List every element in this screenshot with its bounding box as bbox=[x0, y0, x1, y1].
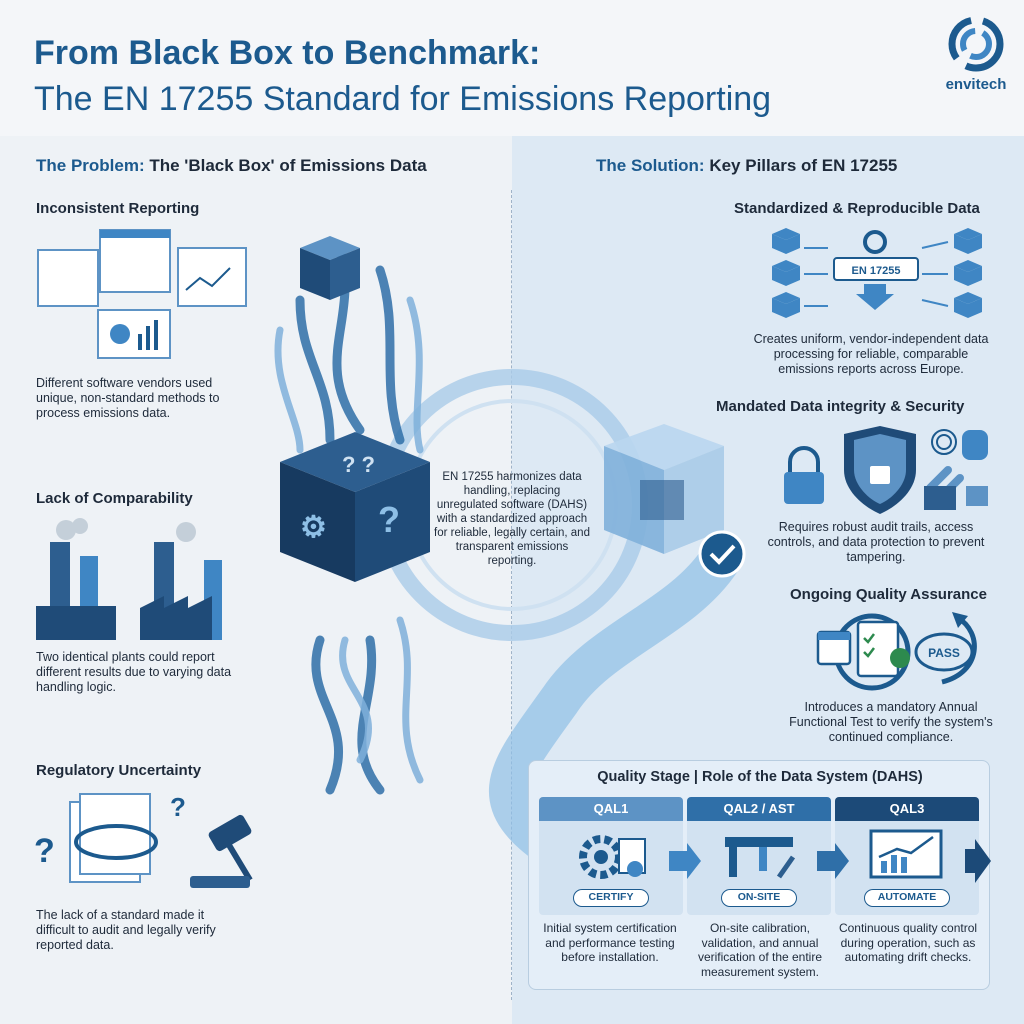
center-summary-text: EN 17255 harmonizes data handling, repla… bbox=[434, 471, 590, 567]
stage-qal3-text: Continuous quality control during operat… bbox=[838, 921, 978, 964]
svg-text:⚙: ⚙ bbox=[300, 511, 327, 544]
stage-qal2-text: On-site calibration, validation, and ann… bbox=[697, 921, 823, 979]
problem-text-regulatory: The lack of a standard made it difficult… bbox=[36, 908, 216, 952]
padlock-icon bbox=[784, 446, 824, 504]
stage-qal2: QAL2 / AST ON-SITE bbox=[687, 797, 831, 915]
problem-heading-keyword: The Problem: bbox=[36, 156, 145, 175]
pillar-text-quality: Introduces a mandatory Annual Functional… bbox=[789, 700, 993, 744]
envitech-swirl-icon bbox=[948, 16, 1004, 72]
header: From Black Box to Benchmark: The EN 1725… bbox=[0, 0, 1024, 136]
problem-text-comparability: Two identical plants could report differ… bbox=[36, 650, 232, 694]
pillar-text-standardized: Creates uniform, vendor-independent data… bbox=[753, 332, 989, 376]
svg-text:? ?: ? ? bbox=[342, 452, 375, 477]
envitech-logo: envitech bbox=[940, 14, 1012, 104]
solution-heading-keyword: The Solution: bbox=[596, 156, 705, 175]
stage-qal2-name: QAL2 / AST bbox=[687, 797, 831, 821]
factory-icon bbox=[36, 518, 222, 640]
logo-text: envitech bbox=[945, 76, 1007, 93]
pillar-title-integrity: Mandated Data integrity & Security bbox=[716, 398, 965, 415]
stage-qal2-badge: ON-SITE bbox=[721, 889, 797, 907]
stage-qal1-badge: CERTIFY bbox=[573, 889, 649, 907]
gear-certificate-icon bbox=[579, 835, 646, 879]
stage-qal3-name: QAL3 bbox=[835, 797, 979, 821]
quality-stages-title: Quality Stage | Role of the Data System … bbox=[597, 769, 923, 785]
en17255-badge: EN 17255 bbox=[852, 265, 901, 277]
security-icons bbox=[784, 426, 988, 514]
fingerprint-icon bbox=[931, 429, 957, 455]
monitor-chart-icon bbox=[869, 829, 943, 879]
shield-lock-icon bbox=[844, 426, 916, 514]
pillar-title-standardized: Standardized & Reproducible Data bbox=[734, 200, 980, 217]
small-data-cube-icon bbox=[300, 236, 360, 300]
stage-qal1-name: QAL1 bbox=[539, 797, 683, 821]
solution-heading: The Solution: Key Pillars of EN 17255 bbox=[596, 156, 897, 176]
stage-qal3-badge: AUTOMATE bbox=[864, 889, 950, 907]
stage-qal1-text: Initial system certification and perform… bbox=[543, 921, 677, 964]
title-line-2: The EN 17255 Standard for Emissions Repo… bbox=[34, 80, 772, 118]
title-line-1: From Black Box to Benchmark: bbox=[34, 34, 541, 72]
svg-text:?: ? bbox=[170, 792, 186, 822]
pillar-text-integrity: Requires robust audit trails, access con… bbox=[767, 520, 985, 564]
svg-text:?: ? bbox=[378, 499, 400, 540]
svg-text:?: ? bbox=[34, 832, 55, 870]
standardized-flow-icon: EN 17255 bbox=[772, 228, 982, 318]
quality-stages-box: Quality Stage | Role of the Data System … bbox=[528, 760, 991, 990]
question-cube-icon: ? ? ⚙ ? bbox=[280, 432, 430, 582]
problem-title-inconsistent: Inconsistent Reporting bbox=[36, 200, 200, 217]
pass-stamp: PASS bbox=[928, 646, 960, 660]
problem-title-comparability: Lack of Comparability bbox=[36, 490, 193, 507]
solution-heading-rest: Key Pillars of EN 17255 bbox=[709, 156, 898, 175]
gavel-icon: ? ? bbox=[34, 792, 253, 888]
screens-icon bbox=[37, 229, 247, 359]
problem-heading-rest: The 'Black Box' of Emissions Data bbox=[149, 156, 427, 175]
quality-assurance-icon: PASS bbox=[816, 612, 977, 691]
problem-heading: The Problem: The 'Black Box' of Emission… bbox=[36, 156, 427, 176]
stage-arrows bbox=[669, 839, 991, 883]
stage-qal1: QAL1 CERTIFY bbox=[539, 797, 683, 915]
stage-qal3: QAL3 AUTOMATE bbox=[835, 797, 979, 915]
problem-text-inconsistent: Different software vendors used unique, … bbox=[36, 376, 220, 420]
problem-title-regulatory: Regulatory Uncertainty bbox=[36, 762, 202, 779]
pillar-title-quality: Ongoing Quality Assurance bbox=[790, 586, 987, 603]
check-cube-icon bbox=[604, 424, 746, 578]
caliper-icon bbox=[725, 837, 796, 879]
panel-divider bbox=[511, 190, 512, 1000]
